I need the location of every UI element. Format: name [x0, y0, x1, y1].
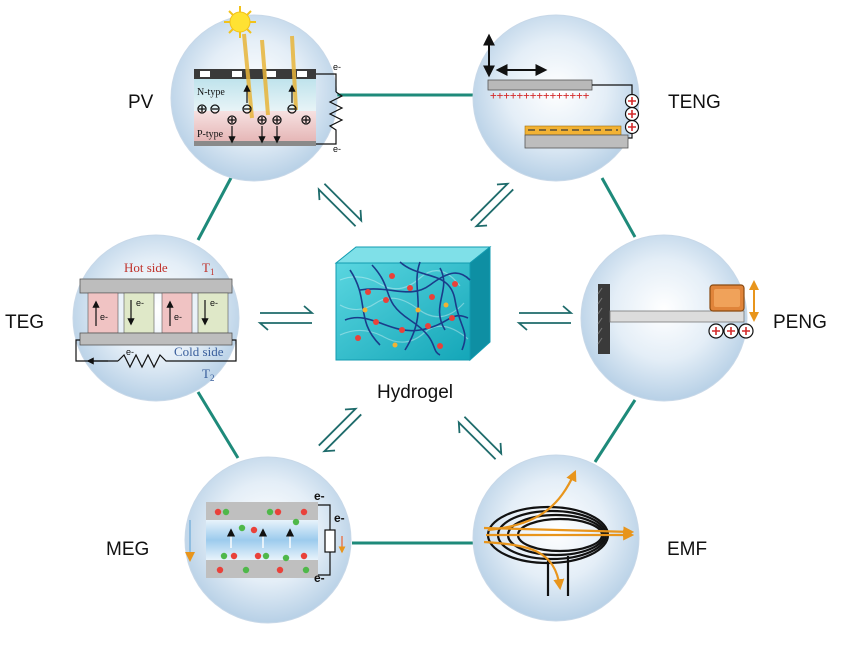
teg-electron-4: e-	[210, 298, 218, 308]
teg-electron-1: e-	[100, 312, 108, 322]
meg-electron-bottom: e-	[314, 571, 325, 585]
teg-cold-side-label: Cold side	[174, 344, 224, 359]
pv-electron-top: e-	[333, 62, 341, 72]
pv-n-type-label: N-type	[197, 87, 225, 98]
emf-circle	[472, 454, 640, 622]
teg-electron-3: e-	[174, 312, 182, 322]
equilibrium-arrows	[257, 182, 574, 460]
node-teng: +++++++++++++++	[472, 14, 640, 182]
teg-t1-label: T1	[202, 260, 214, 277]
teng-label: TENG	[668, 92, 721, 113]
teg-circle	[72, 234, 240, 402]
node-teg: Hot side T1 e- e- e- e- e- Cold side T2	[72, 234, 240, 402]
pv-electron-bottom: e-	[333, 144, 341, 154]
peng-label: PENG	[773, 312, 827, 333]
teng-positive-charges: +++++++++++++++	[490, 89, 590, 102]
node-pv: N-type P-type e- e-	[170, 6, 344, 182]
teg-t2-label: T2	[202, 366, 214, 383]
sun-icon	[224, 6, 256, 38]
meg-electron-top: e-	[314, 489, 325, 503]
connector-teng-peng	[600, 177, 637, 238]
node-emf	[472, 454, 640, 622]
hydrogel-block	[334, 245, 492, 362]
pv-label: PV	[128, 92, 154, 113]
center-label: Hydrogel	[377, 382, 453, 403]
connector-teg-pv	[196, 175, 234, 241]
node-peng	[580, 234, 759, 402]
plus-charge-icon	[708, 323, 754, 339]
equilibrium-arrow-icon	[257, 305, 315, 331]
equilibrium-arrow-icon	[516, 305, 574, 331]
emf-label: EMF	[667, 539, 707, 560]
plus-charge-icon	[624, 93, 640, 135]
teg-hot-side-label: Hot side	[124, 260, 168, 275]
connector-meg-teg	[196, 391, 240, 459]
equilibrium-arrow-icon	[457, 416, 503, 460]
teg-label: TEG	[5, 312, 44, 333]
connector-lines	[196, 93, 637, 545]
equilibrium-arrow-icon	[317, 183, 363, 227]
node-meg: e- e- e-	[184, 456, 352, 624]
meg-electron-right: e-	[334, 511, 345, 525]
meg-label: MEG	[106, 539, 149, 560]
teg-electron-2: e-	[136, 298, 144, 308]
teg-electron-circuit: e-	[126, 347, 134, 357]
connector-peng-emf	[593, 399, 637, 463]
equilibrium-arrow-icon	[470, 182, 514, 228]
equilibrium-arrow-icon	[318, 407, 362, 453]
pv-p-type-label: P-type	[197, 129, 224, 140]
